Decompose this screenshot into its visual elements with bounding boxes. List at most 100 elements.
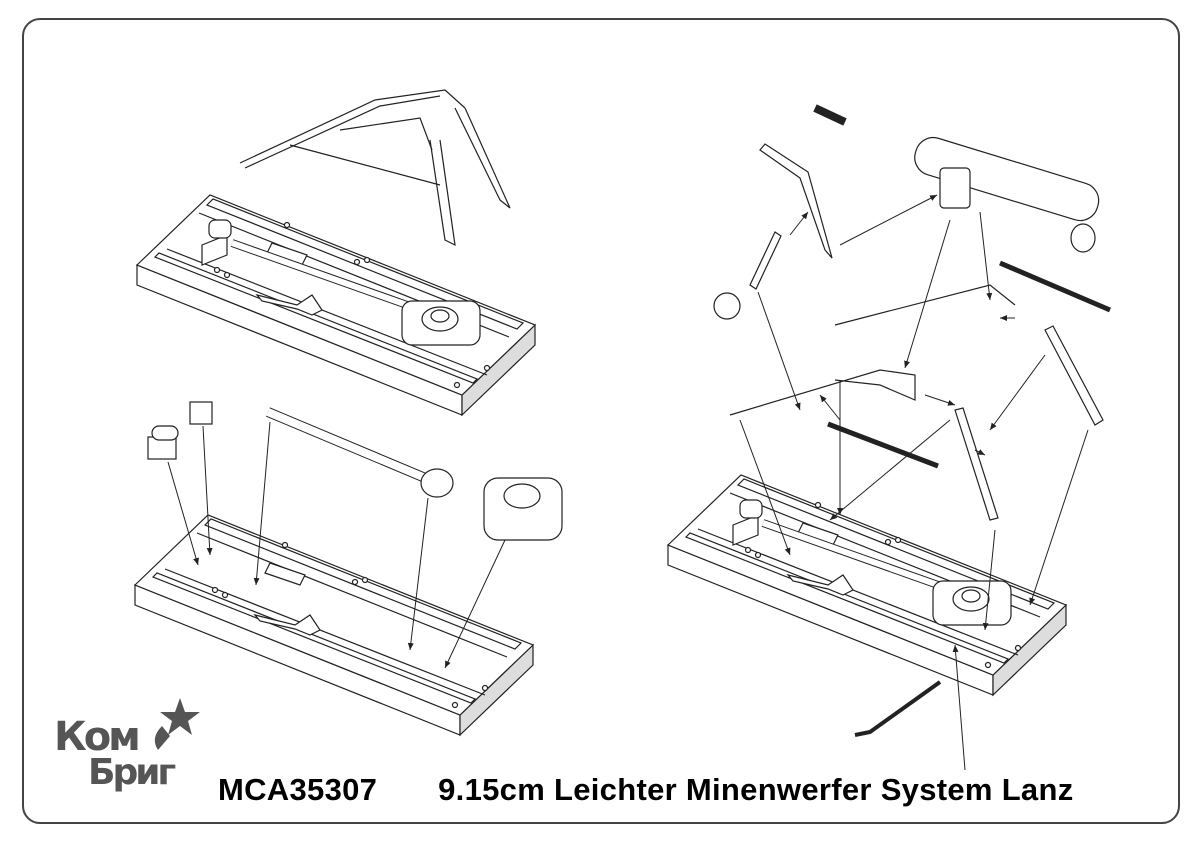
base-top-face (133, 514, 535, 716)
bipod-frame (239, 89, 511, 247)
cross-rod (827, 421, 939, 469)
base-exploded (133, 514, 535, 737)
rear-rail (736, 478, 1056, 610)
assembly-arrow (757, 291, 801, 411)
assembly-arrow (253, 421, 271, 586)
front-rail (684, 532, 1010, 664)
bolt-hole (221, 591, 229, 599)
bolt-hole (353, 258, 361, 266)
shaft-fill (761, 520, 940, 588)
rail-edge (164, 568, 486, 696)
loose-parts (147, 401, 563, 541)
bolt-hole (884, 538, 892, 546)
bolt-hole (223, 271, 231, 279)
leg-right-b (1044, 325, 1104, 426)
kombrig-logo: Ком Бриг (50, 688, 200, 808)
bolt-hole (363, 256, 371, 264)
bolt-hole (814, 501, 822, 509)
crank-handle-part (854, 680, 942, 737)
base-assembled-1 (135, 194, 537, 417)
block-cap-loose (151, 425, 179, 441)
assembly-arrow (952, 644, 966, 771)
shaft-loose-fill (266, 408, 432, 484)
assembly-arrow (839, 194, 938, 246)
assembly-arrow (982, 529, 996, 631)
bipod-leg-right (454, 107, 511, 209)
tube-clamp (939, 167, 971, 209)
bolt-hole (483, 364, 491, 372)
cube-part-loose (189, 401, 213, 425)
bolt-hole (453, 381, 461, 389)
clamp-part (255, 293, 323, 316)
shaft-end-loose (420, 468, 454, 498)
bolt-hole (351, 578, 359, 586)
base-assembled-final (666, 474, 1068, 697)
handwheel-part (713, 292, 741, 320)
logo-line-2: Бриг (88, 752, 176, 793)
baseplate-knob (961, 589, 981, 603)
leg-right-a (954, 407, 999, 521)
bolt-hole (451, 701, 459, 709)
rear-rail (205, 198, 525, 330)
rear-rod (999, 260, 1111, 313)
bolt-hole (361, 576, 369, 584)
page-border (22, 18, 1180, 824)
sight-arm-part (759, 143, 833, 259)
assembly-arrow (167, 461, 199, 566)
clamp-part (786, 573, 854, 596)
block-cap (208, 219, 232, 239)
bracket-part (264, 562, 306, 586)
assembly-arrow (202, 425, 213, 556)
bolt-hole (283, 221, 291, 229)
bolt-hole (894, 536, 902, 544)
assembly-arrow (1029, 429, 1089, 606)
rear-rail (203, 518, 523, 650)
bolt-hole (744, 546, 752, 554)
rail-edge (196, 532, 508, 658)
kit-code: MCA35307 (218, 772, 378, 807)
assembly-arrow (974, 449, 986, 456)
clamp-part (253, 613, 321, 636)
assembly-arrow (407, 497, 429, 651)
assembly-arrow (789, 211, 809, 236)
bolt-hole (213, 266, 221, 274)
bipod-crossbar (289, 144, 441, 186)
shaft-fill (230, 240, 409, 308)
block-cap (739, 499, 763, 519)
bolt-hole (481, 684, 489, 692)
mortar-parts (713, 104, 1111, 737)
elevation-screw-part (749, 231, 782, 290)
assembly-arrow (819, 394, 841, 421)
tube-muzzle (1070, 223, 1096, 253)
baseplate-dome-loose (503, 483, 541, 509)
bolt-hole (281, 541, 289, 549)
bolt-hole (754, 551, 762, 559)
kit-title: MCA35307 9.15cm Leichter Minenwerfer Sys… (218, 772, 1074, 808)
assembly-arrow (979, 211, 993, 301)
bipod-frame-right (729, 369, 916, 416)
bolt-hole (1014, 644, 1022, 652)
bipod-cradle (339, 117, 433, 151)
baseplate-loose (483, 477, 563, 541)
mortar-tube (914, 136, 1100, 222)
bipod-frame-rear (834, 284, 1016, 326)
rail-edge (166, 248, 488, 376)
kit-name: 9.15cm Leichter Minenwerfer System Lanz (438, 772, 1074, 807)
assembly-arrow (924, 394, 956, 406)
assembly-arrow (739, 419, 791, 556)
bolt-hole (984, 661, 992, 669)
logo-line-1: Ком (54, 714, 141, 760)
bipod-top-bar-edge (244, 95, 441, 169)
star-icon (154, 698, 200, 750)
assembly-arrow (829, 419, 951, 521)
assembly-arrow (444, 539, 506, 669)
assembly-arrow (989, 354, 1046, 431)
assembly-arrow (904, 219, 951, 369)
baseplate-knob (430, 309, 450, 323)
cleaning-rod-part (813, 104, 847, 126)
front-rail (153, 252, 479, 384)
front-rail (151, 572, 477, 704)
bipod-leg-left (429, 139, 456, 247)
bolt-hole (211, 586, 219, 594)
